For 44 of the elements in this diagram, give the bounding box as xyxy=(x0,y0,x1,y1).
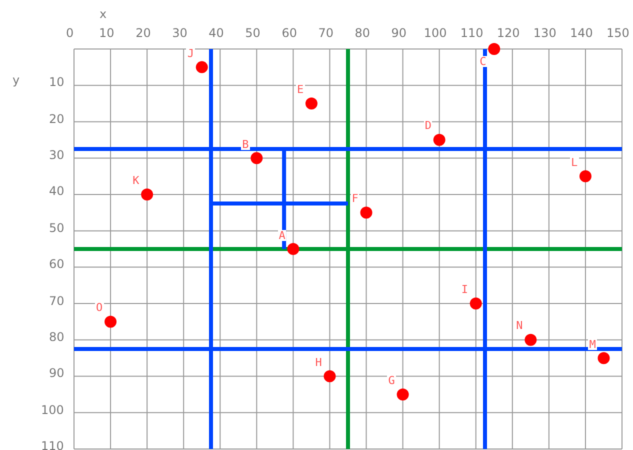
axis-tick-label: 50 xyxy=(49,222,64,234)
axis-tick-label: 40 xyxy=(208,27,224,39)
axis-tick-label: 20 xyxy=(49,112,64,125)
point-label: D xyxy=(424,120,432,132)
point-label: M xyxy=(588,338,597,350)
axis-title: y xyxy=(12,74,20,86)
axis-tick-label: 0 xyxy=(66,27,74,39)
point-label: L xyxy=(570,156,579,168)
axis-tick-label: 110 xyxy=(460,27,484,39)
axis-tick-label: 140 xyxy=(570,27,593,39)
axis-tick-label: 40 xyxy=(49,185,64,198)
axis-tick-label: 60 xyxy=(282,27,297,39)
axis-tick-label: 70 xyxy=(318,27,334,39)
point-label: F xyxy=(350,193,360,204)
axis-tick-label: 90 xyxy=(49,367,64,380)
point-label: N xyxy=(515,320,524,332)
axis-tick-label: 150 xyxy=(606,27,630,39)
axis-title: x xyxy=(100,8,107,20)
axis-tick-label: 80 xyxy=(354,27,370,39)
axis-tick-label: 80 xyxy=(49,330,64,343)
axis-tick-label: 20 xyxy=(136,27,151,39)
point-label: E xyxy=(296,84,305,96)
axis-tick-label: 10 xyxy=(99,27,114,39)
axis-tick-label: 130 xyxy=(533,27,556,39)
axis-tick-label: 110 xyxy=(41,440,64,450)
axis-tick-label: 10 xyxy=(49,76,64,88)
axis-tick-label: 30 xyxy=(49,149,64,162)
axis-tick-label: 100 xyxy=(41,404,64,416)
axis-tick-label: 70 xyxy=(49,294,64,307)
point-label: G xyxy=(387,374,396,386)
point-label: A xyxy=(278,230,286,240)
axis-tick-label: 30 xyxy=(172,27,188,39)
point-label: J xyxy=(186,48,195,59)
axis-tick-label: 90 xyxy=(391,27,407,39)
point-label: I xyxy=(460,284,469,296)
axis-tick-label: 120 xyxy=(496,27,520,39)
point-label: H xyxy=(314,356,323,368)
point-label: K xyxy=(132,174,140,186)
point-label: B xyxy=(241,138,250,150)
axis-tick-label: 100 xyxy=(424,27,447,39)
axis-tick-label: 60 xyxy=(49,258,64,270)
point-label: O xyxy=(95,302,104,314)
axis-tick-label: 50 xyxy=(245,27,260,39)
point-label: C xyxy=(478,56,488,66)
